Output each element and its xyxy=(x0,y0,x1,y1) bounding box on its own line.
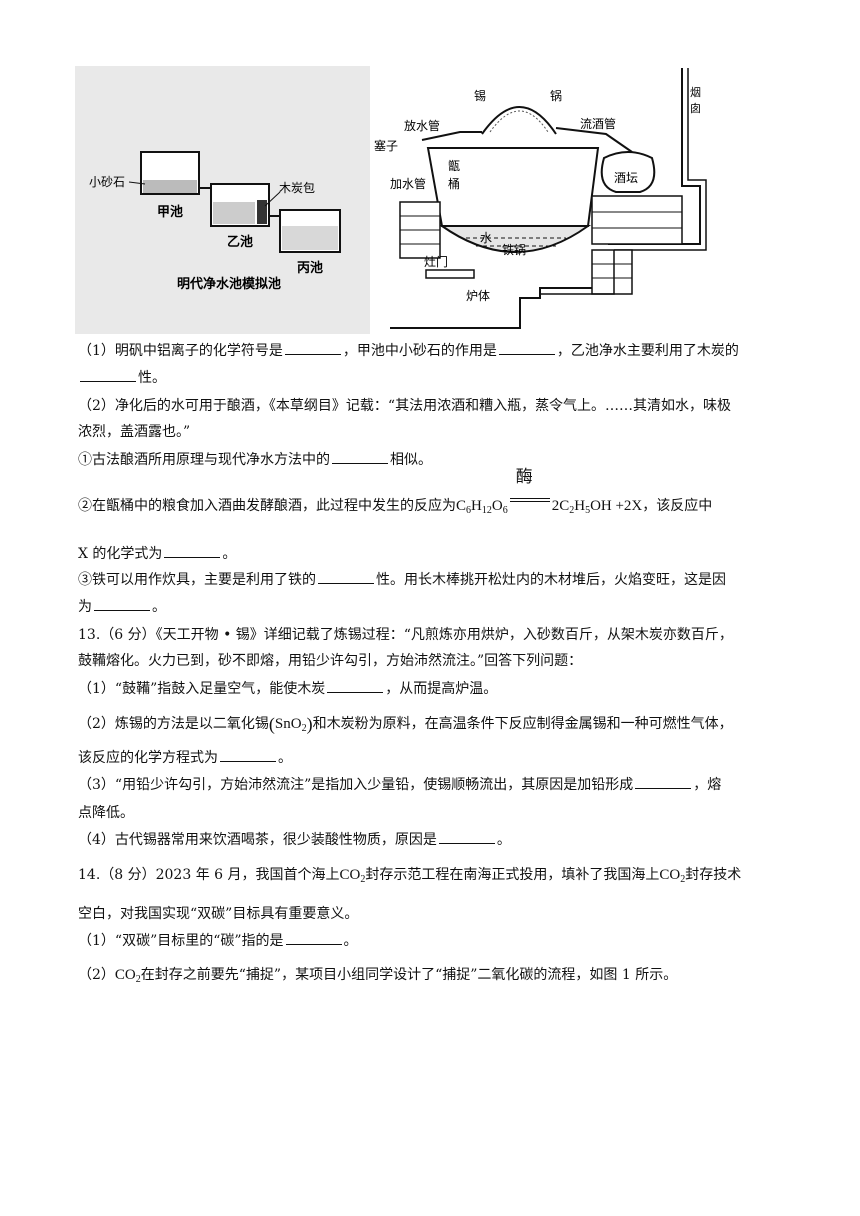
wine-jar xyxy=(600,151,656,193)
label-chimney-2: 囱 xyxy=(690,102,701,115)
answer-blank[interactable] xyxy=(80,367,136,382)
wine-pipe xyxy=(555,127,633,153)
label-jar: 酒坛 xyxy=(614,171,638,185)
q14-part1: （1）“双碳”目标里的“碳”指的是。 xyxy=(78,930,788,952)
answer-blank[interactable] xyxy=(438,829,495,844)
still-diagram: 锡 锅 放水管 流酒管 塞子 甑 桶 加水管 酒坛 水 铁锅 灶门 炉体 烟 囱 xyxy=(374,68,707,329)
label-wine-pipe: 流酒管 xyxy=(580,116,616,131)
answer-blank[interactable] xyxy=(284,340,341,355)
q14-intro-line2: 空白，对我国实现“双碳”目标具有重要意义。 xyxy=(78,906,359,922)
label-chimney-1: 烟 xyxy=(690,85,701,99)
q12-sub3-line1: ③铁可以用作炊具，主要是利用了铁的性。用长木棒挑开松灶内的木材堆后，火焰变旺，这… xyxy=(78,569,788,591)
label-stove-door: 灶门 xyxy=(424,254,448,269)
answer-blank[interactable] xyxy=(318,569,374,584)
answer-blank[interactable] xyxy=(635,774,692,789)
q13-part3-line2: 点降低。 xyxy=(78,805,134,821)
q12-part2-line1: （2）净化后的水可用于酿酒，《本草纲目》记载：“其法用浓酒和糟入瓶，蒸令气上。…… xyxy=(78,398,732,414)
reaction-arrow: 酶 xyxy=(509,467,550,508)
answer-blank[interactable] xyxy=(164,543,221,558)
label-add-water: 加水管 xyxy=(390,176,426,191)
catalyst-label: 酶 xyxy=(515,467,533,486)
answer-blank[interactable] xyxy=(332,449,388,464)
pool-c-water xyxy=(282,226,338,250)
charcoal-bag xyxy=(257,200,267,224)
q12-sub3-line2: 为。 xyxy=(78,596,788,618)
right-brick-wall xyxy=(591,195,683,245)
label-pool-a: 甲池 xyxy=(157,204,183,220)
drain-pipe xyxy=(421,131,482,141)
q12-sub1: ①古法酿酒所用原理与现代净水方法中的相似。 xyxy=(78,449,788,471)
label-water: 水 xyxy=(480,231,492,245)
q13-part3-line1: （3）“用铅少许勾引，方始沛然流注”是指加入少量铅，使锡顺畅流出，其原因是加铅形… xyxy=(78,774,788,796)
label-tin-2: 锅 xyxy=(550,88,562,103)
q13-intro-line2: 鼓鞴熔化。火力已到，砂不即熔，用铅少许勾引，方始沛然流注。”回答下列问题： xyxy=(78,653,583,669)
q13-part2-line2: 该反应的化学方程式为。 xyxy=(78,747,788,769)
tin-pot xyxy=(481,106,557,135)
q13-intro-line1: 13.（6 分）《天工开物 • 锡》详细记载了炼锡过程：“凡煎炼亦用烘炉，入砂数… xyxy=(78,627,733,643)
label-pool-b: 乙池 xyxy=(227,234,253,250)
answer-blank[interactable] xyxy=(498,340,555,355)
q13-part1: （1）“鼓鞴”指鼓入足量空气，能使木炭，从而提高炉温。 xyxy=(78,678,788,700)
pool-b-sand xyxy=(213,202,255,224)
q14-part2: （2）CO2在封存之前要先“捕捉”，某项目小组同学设计了“捕捉”二氧化碳的流程，… xyxy=(78,967,678,985)
label-charcoal: 木炭包 xyxy=(279,181,315,195)
label-plug: 塞子 xyxy=(374,138,398,153)
label-iron-pot: 铁锅 xyxy=(502,242,526,257)
q12-part2-line2: 浓烈，盖酒露也。” xyxy=(78,424,191,440)
label-furnace: 炉体 xyxy=(466,289,490,303)
answer-blank[interactable] xyxy=(94,596,150,611)
answer-blank[interactable] xyxy=(327,678,384,693)
label-tin-1: 锡 xyxy=(474,88,486,103)
label-zeng: 甑 xyxy=(448,159,460,173)
iron-pot xyxy=(438,225,592,253)
q13-part4: （4）古代锡器常用来饮酒喝茶，很少装酸性物质，原因是。 xyxy=(78,829,788,851)
label-gravel: 小砂石 xyxy=(89,175,125,189)
q12-part1-line1: （1）明矾中铝离子的化学符号是，甲池中小砂石的作用是，乙池净水主要利用了木炭的 xyxy=(78,340,788,362)
label-pool-c: 丙池 xyxy=(297,260,323,276)
answer-blank[interactable] xyxy=(285,930,342,945)
answer-blank[interactable] xyxy=(220,747,276,762)
stove-door xyxy=(425,269,475,279)
water-purification-figure: 小砂石 甲池 乙池 丙池 木炭包 明代净水池模拟池 xyxy=(75,66,370,334)
figure-caption: 明代净水池模拟池 xyxy=(177,276,281,292)
q14-intro-line1: 14.（8 分）2023 年 6 月，我国首个海上CO2封存示范工程在南海正式投… xyxy=(78,867,742,885)
sno2-formula: (SnO2) xyxy=(268,714,313,734)
q12-sub2-line2: X 的化学式为。 xyxy=(78,543,788,565)
label-drain: 放水管 xyxy=(404,118,440,133)
pools-diagram: 小砂石 甲池 乙池 丙池 木炭包 明代净水池模拟池 xyxy=(89,151,341,292)
q12-part1-line2: 性。 xyxy=(78,367,788,389)
distillation-figure: 锡 锅 放水管 流酒管 塞子 甑 桶 加水管 酒坛 水 铁锅 灶门 炉体 烟 囱 xyxy=(370,66,800,334)
pool-a-gravel xyxy=(143,180,197,193)
q13-part2-line1: （2）炼锡的方法是以二氧化锡(SnO2)和木炭粉为原料，在高温条件下反应制得金属… xyxy=(78,714,733,734)
label-tong: 桶 xyxy=(448,176,460,191)
